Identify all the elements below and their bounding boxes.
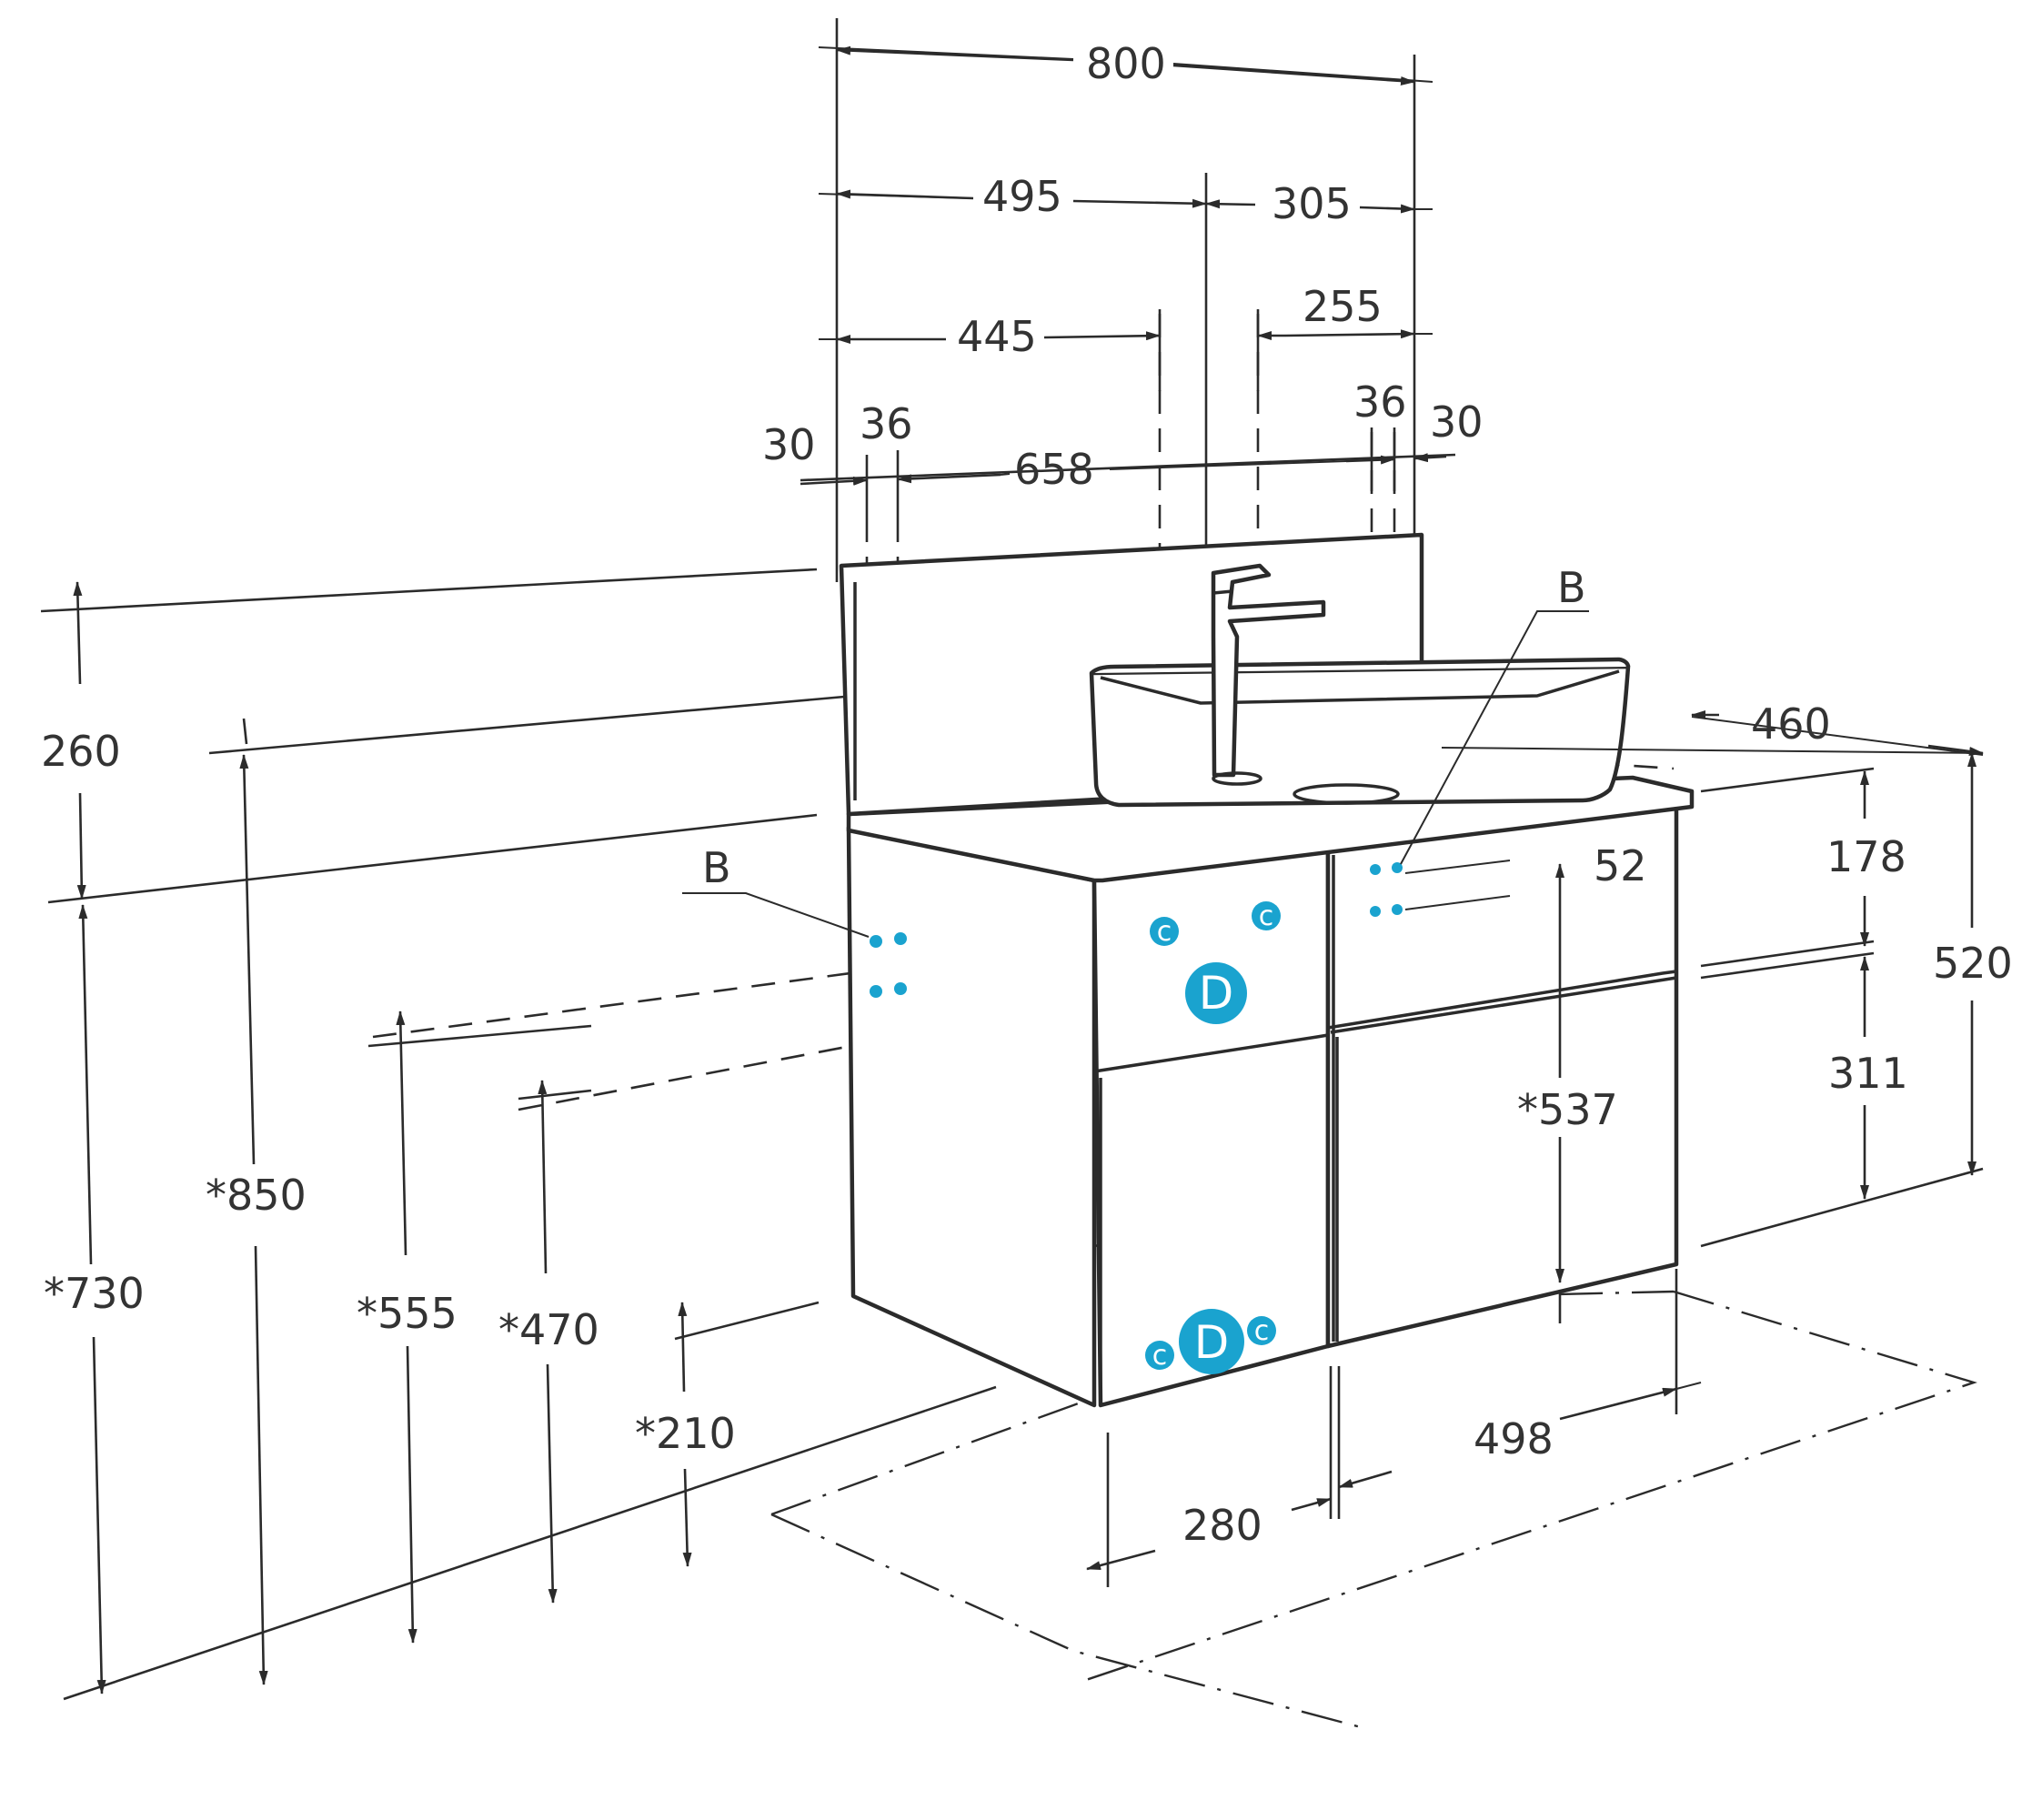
mount-b-dot (894, 932, 907, 945)
drain-marker: D (1179, 1309, 1244, 1374)
svg-text:c: c (1259, 900, 1274, 932)
dim-floor-280: 280 (1182, 1501, 1262, 1550)
mount-b-label-right: B (1557, 563, 1586, 612)
dim-height-730: *730 (44, 1269, 145, 1318)
vertical-dimensions-left: 260 *730 *850 *555 *470 *210 (41, 581, 736, 1694)
dim-width-total: 800 (1086, 39, 1166, 88)
floor-outline (770, 1290, 1977, 1730)
vessel-basin (1089, 657, 1631, 808)
dim-backsplash-height: 260 (41, 727, 121, 776)
top-dimensions: 800 495 305 445 255 30 36 658 36 30 (762, 39, 1484, 518)
dim-dist-right: 255 (1303, 282, 1383, 331)
drawer-divider-left (1093, 1033, 1329, 1073)
water-inlet-marker: c (1252, 900, 1281, 932)
dim-width-right: 305 (1272, 179, 1352, 228)
mount-b-leaders: B B (682, 563, 1589, 938)
dim-dist-left: 445 (957, 312, 1037, 361)
dim-depth: 460 (1751, 699, 1831, 749)
dim-panel-left: 36 (860, 399, 913, 448)
dim-side-52: 52 (1594, 841, 1647, 890)
drain-marker: D (1185, 962, 1247, 1024)
mount-b-dot (1370, 864, 1381, 875)
dim-height-210: *210 (635, 1409, 736, 1458)
mount-b-dot (870, 935, 882, 948)
connection-markers: c c D c c D (870, 862, 1403, 1374)
dim-panel-right: 36 (1353, 377, 1407, 427)
extension-lines (40, 18, 1984, 1701)
svg-text:D: D (1199, 967, 1234, 1020)
dim-height-850: *850 (206, 1171, 307, 1220)
mount-b-dot (870, 985, 882, 998)
dim-side-311: 311 (1828, 1049, 1908, 1098)
mount-b-dot (1370, 906, 1381, 917)
mount-b-dot (1392, 904, 1403, 915)
dim-height-555: *555 (357, 1289, 458, 1338)
vertical-dimensions-right: *537 52 178 311 520 (1404, 752, 2013, 1283)
dim-edge-right: 30 (1430, 397, 1484, 447)
water-inlet-marker: c (1247, 1315, 1276, 1347)
dim-side-520: 520 (1933, 939, 2013, 988)
mount-b-label-left: B (702, 843, 731, 892)
dim-side-178: 178 (1826, 832, 1906, 881)
svg-text:D: D (1194, 1316, 1230, 1369)
depth-dimension: 460 (1441, 699, 1984, 756)
dim-inner-width: 658 (1014, 445, 1094, 494)
faucet (1211, 563, 1326, 786)
svg-text:c: c (1254, 1315, 1270, 1347)
dim-height-470: *470 (498, 1305, 599, 1354)
floor-dimensions: 498 280 (1086, 1382, 1702, 1571)
mount-b-dot (1392, 862, 1403, 873)
svg-text:c: c (1152, 1340, 1168, 1372)
water-inlet-marker: c (1145, 1340, 1174, 1372)
dim-width-left: 495 (982, 172, 1062, 221)
cabinet-side-panel (846, 825, 1097, 1408)
dim-floor-498: 498 (1474, 1414, 1554, 1463)
dim-height-537: *537 (1517, 1085, 1618, 1134)
water-inlet-marker: c (1150, 916, 1179, 948)
drawer-divider-right (1327, 970, 1677, 1030)
svg-text:c: c (1157, 916, 1172, 948)
mount-b-dot (894, 982, 907, 995)
dim-edge-left: 30 (762, 420, 816, 469)
